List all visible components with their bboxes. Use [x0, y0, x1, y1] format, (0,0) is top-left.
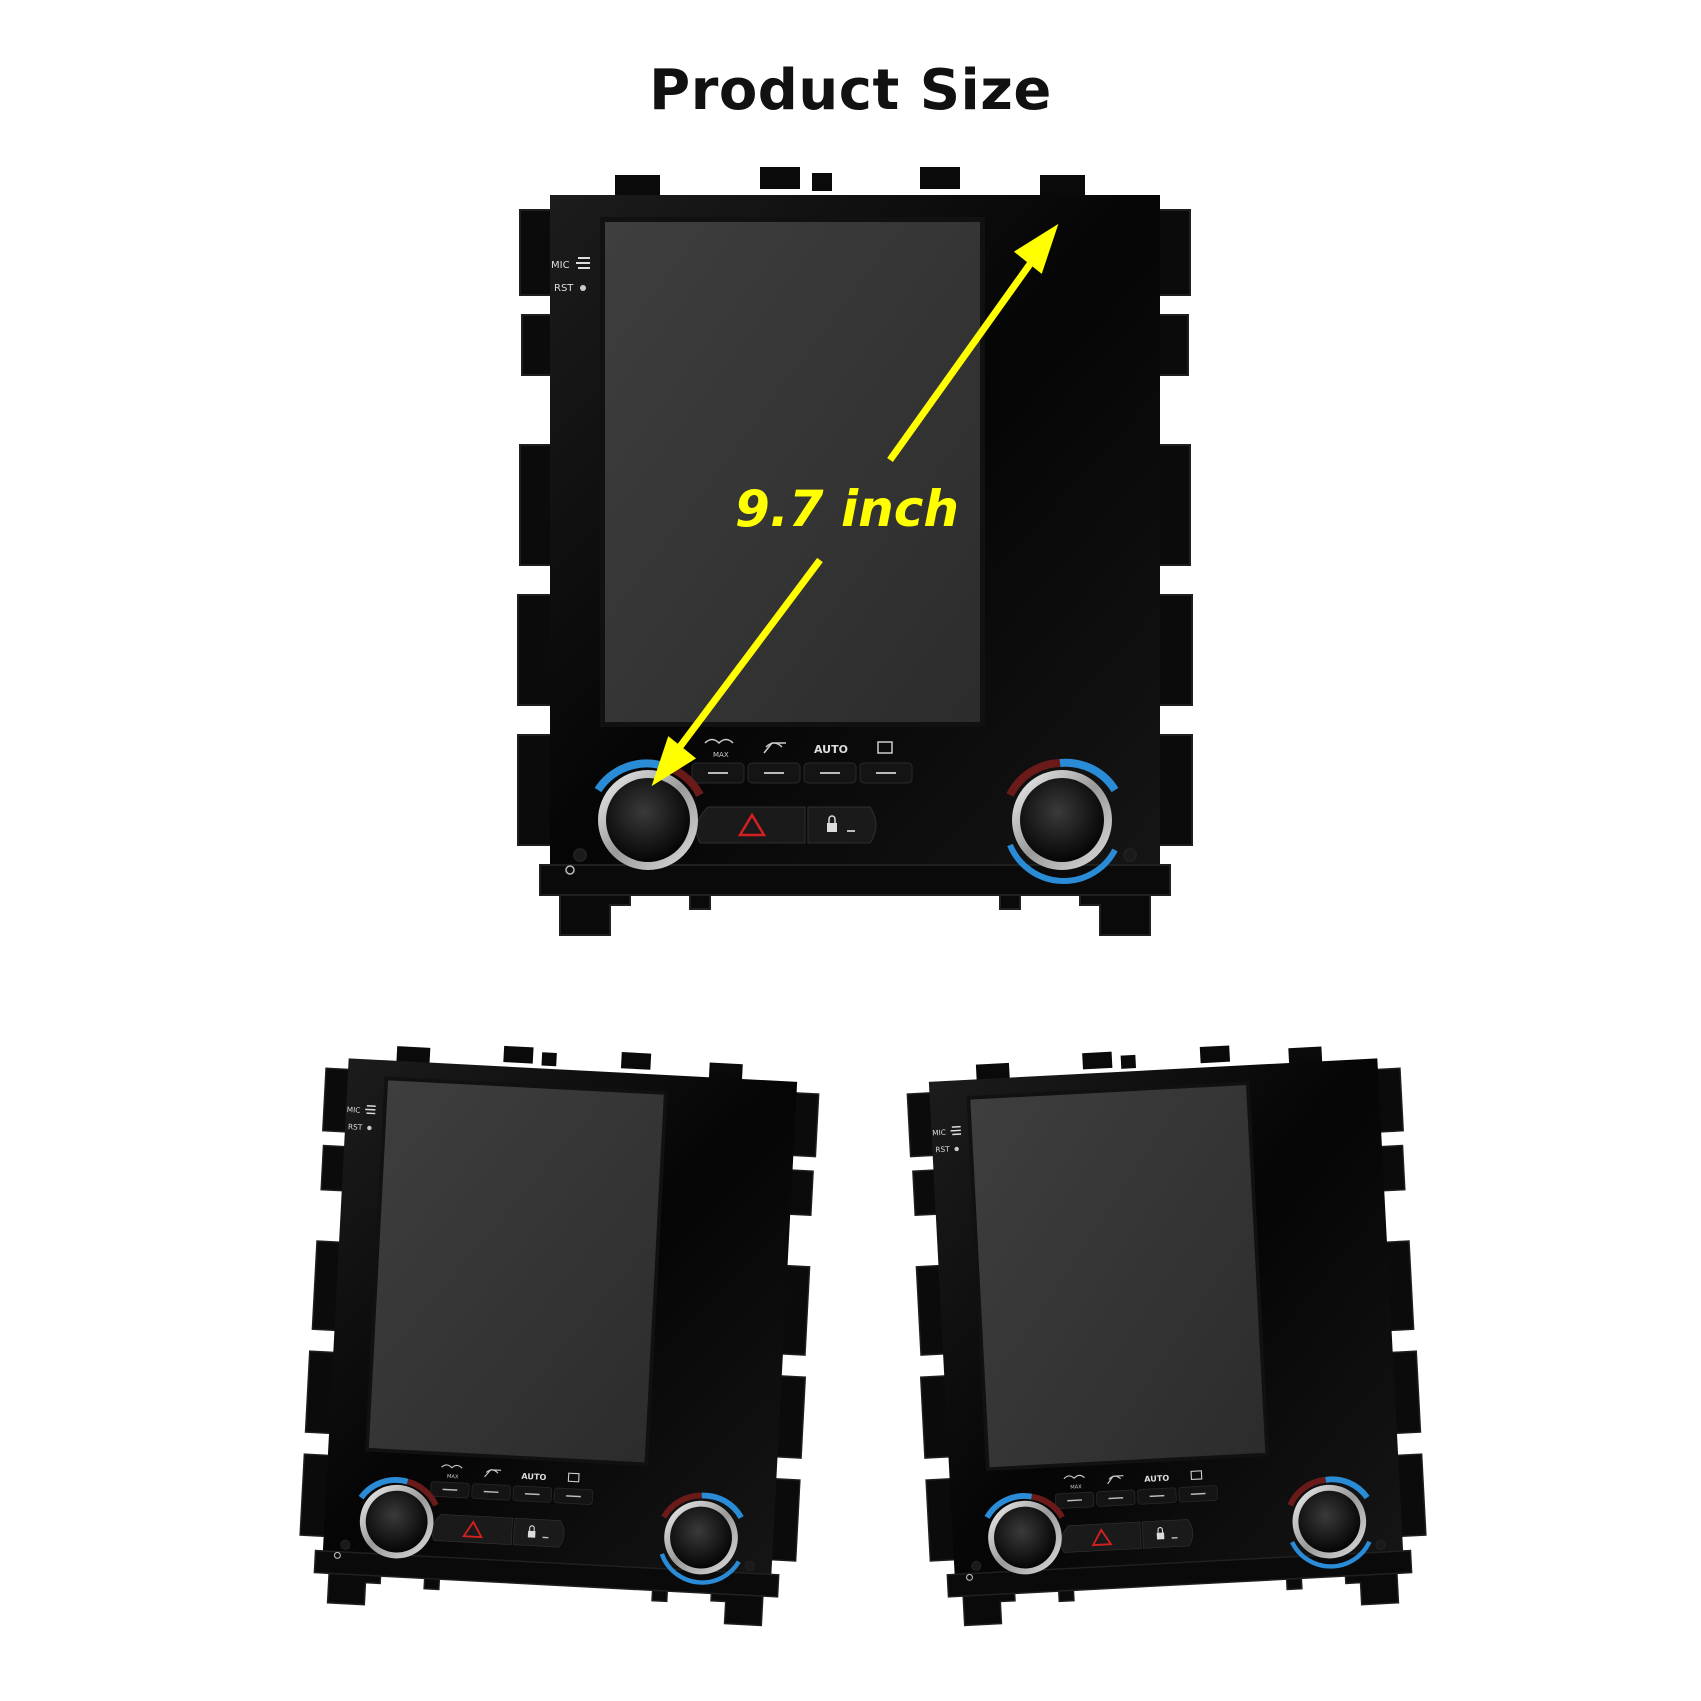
top-mounting-tabs	[975, 1045, 1323, 1081]
top-mounting-tabs	[396, 1045, 743, 1081]
hazard-icon	[1091, 1528, 1113, 1547]
auto-button[interactable]: AUTO	[512, 1470, 553, 1503]
head-unit: MIC RST MAX	[299, 1045, 820, 1627]
screen	[970, 1085, 1266, 1468]
hazard-button[interactable]	[695, 806, 806, 844]
hazard-button[interactable]	[431, 1514, 513, 1545]
lock-icon	[827, 823, 837, 832]
page-title: Product Size	[649, 58, 1052, 123]
rear-defrost-button[interactable]	[1178, 1470, 1218, 1503]
recirculation-button[interactable]	[1096, 1475, 1136, 1507]
auto-button[interactable]: AUTO	[1137, 1472, 1177, 1505]
rst-label: RST	[935, 1145, 950, 1155]
bottom-frame	[313, 1539, 780, 1627]
left-temperature-knob[interactable]	[565, 759, 704, 875]
lock-button[interactable]	[1141, 1519, 1194, 1549]
svg-text:AUTO: AUTO	[814, 743, 848, 756]
lock-button[interactable]	[513, 1517, 565, 1548]
head-unit-left-angled-view: MIC RST MAX	[299, 1043, 820, 1667]
defrost-max-button[interactable]: MAX	[430, 1464, 470, 1499]
mic-icon	[576, 257, 590, 269]
rear-defrost-button[interactable]	[553, 1472, 594, 1505]
side-brackets	[906, 1067, 1427, 1562]
fan-icon	[565, 865, 575, 875]
head-unit-right-angled-view: MIC RST MAX	[906, 1043, 1427, 1667]
hazard-icon	[737, 812, 767, 837]
reset-hole	[580, 285, 586, 291]
reset-hole	[954, 1146, 959, 1152]
svg-text:MAX: MAX	[447, 1474, 459, 1481]
left-temperature-knob[interactable]	[963, 1493, 1066, 1581]
svg-text:MAX: MAX	[1070, 1484, 1082, 1491]
rst-label: RST	[348, 1122, 363, 1132]
head-unit-front-view: MIC RST MAX	[517, 167, 1193, 990]
svg-text:MAX: MAX	[713, 751, 729, 759]
left-temperature-knob[interactable]	[333, 1477, 439, 1563]
svg-text:AUTO: AUTO	[1144, 1473, 1170, 1484]
recirculation-button[interactable]	[471, 1469, 512, 1501]
climate-buttons: MAX AUTO	[691, 738, 913, 784]
defrost-max-button[interactable]: MAX	[1054, 1474, 1095, 1509]
right-temperature-knob[interactable]	[1006, 758, 1119, 884]
rear-defrost-button[interactable]	[859, 741, 913, 784]
screen	[368, 1080, 664, 1463]
climate-buttons: MAX AUTO	[430, 1464, 594, 1505]
right-temperature-knob[interactable]	[1287, 1476, 1372, 1569]
rst-label: RST	[554, 283, 574, 294]
right-temperature-knob[interactable]	[659, 1492, 744, 1585]
screen	[605, 222, 980, 722]
climate-buttons: MAX AUTO	[1054, 1470, 1218, 1509]
svg-text:AUTO: AUTO	[521, 1471, 547, 1482]
head-unit: MIC RST MAX	[906, 1045, 1427, 1627]
lock-button[interactable]	[807, 806, 877, 844]
top-mounting-tabs	[615, 167, 1085, 197]
bottom-frame	[946, 1539, 1413, 1627]
mic-label: MIC	[347, 1105, 361, 1115]
mic-label: MIC	[551, 260, 570, 271]
mic-icon	[950, 1125, 962, 1136]
lock-icon	[527, 1530, 536, 1538]
reset-hole	[367, 1125, 372, 1131]
fan-icon	[966, 1573, 974, 1581]
head-unit: MIC RST MAX	[517, 167, 1193, 936]
screen-size-label: 9.7 inch	[735, 480, 959, 538]
fan-icon	[333, 1551, 341, 1559]
mic-label: MIC	[932, 1128, 946, 1138]
lock-icon	[1156, 1532, 1165, 1540]
hazard-icon	[462, 1520, 483, 1539]
mic-icon	[365, 1105, 376, 1115]
hazard-button[interactable]	[1060, 1521, 1142, 1553]
